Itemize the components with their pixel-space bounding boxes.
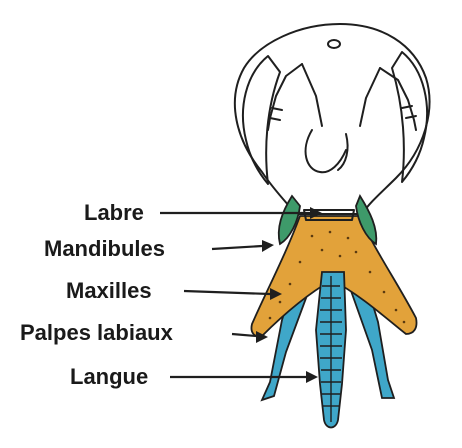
arrow-mandibules [212, 246, 262, 249]
label-palpes-labiaux-text: Palpes labiaux [20, 320, 174, 345]
label-maxilles-text: Maxilles [66, 278, 152, 303]
label-mandibules-text: Mandibules [44, 236, 165, 261]
head-outline [235, 24, 430, 214]
mouthparts [251, 196, 416, 428]
head [235, 24, 430, 214]
arrow-palpes-labiaux [232, 334, 256, 336]
label-mandibules: Mandibules [44, 236, 274, 261]
right-antenna [360, 68, 416, 130]
left-antenna [268, 64, 322, 130]
left-compound-eye [243, 56, 280, 184]
label-maxilles: Maxilles [66, 278, 282, 303]
label-langue-text: Langue [70, 364, 148, 389]
label-palpes-labiaux: Palpes labiaux [20, 320, 268, 345]
arrowhead-mandibules [262, 240, 274, 252]
arrowhead-langue [306, 371, 318, 383]
clypeus-line [306, 130, 346, 172]
arrow-maxilles [184, 291, 270, 294]
ocellus [328, 40, 340, 48]
label-labre-text: Labre [84, 200, 144, 225]
